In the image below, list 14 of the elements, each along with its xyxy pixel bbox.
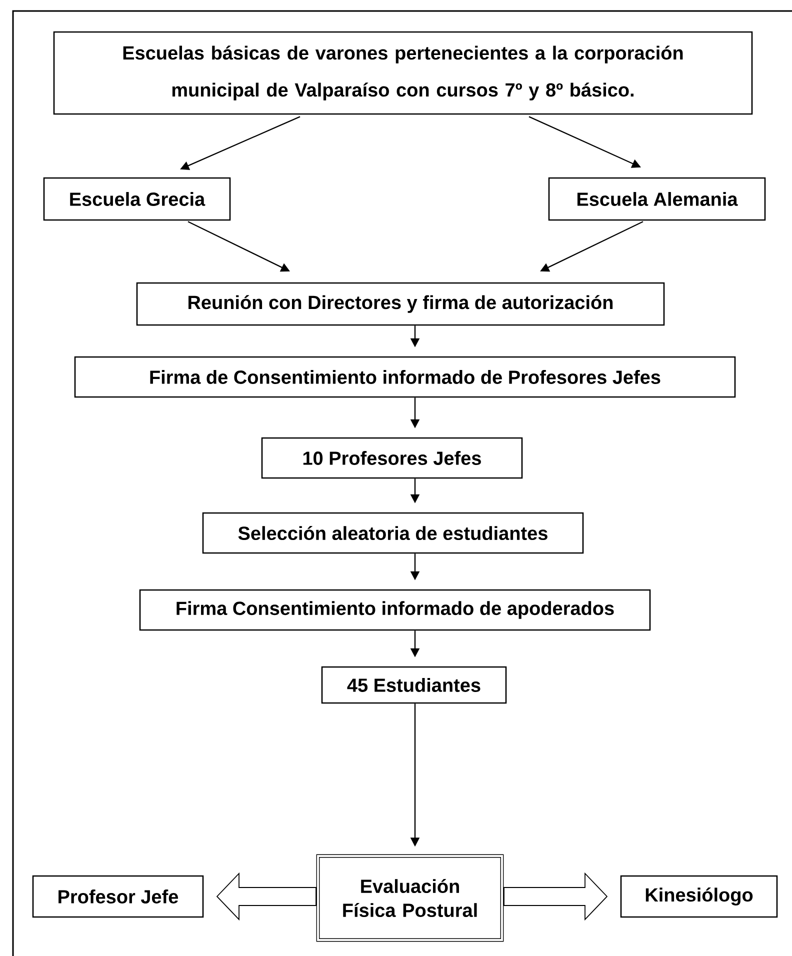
process-box: Escuela Grecia bbox=[43, 177, 231, 221]
process-box: Escuela Alemania bbox=[548, 177, 766, 221]
process-box: 45 Estudiantes bbox=[321, 666, 507, 704]
block-arrow bbox=[216, 872, 316, 921]
process-box: 10 Profesores Jefes bbox=[261, 437, 523, 479]
block-arrow bbox=[504, 872, 608, 921]
process-box: Firma de Consentimiento informado de Profesores Jefes bbox=[74, 356, 736, 398]
process-box: Firma Consentimiento informado de apoderados bbox=[139, 589, 651, 631]
process-box: Kinesiólogo bbox=[620, 875, 778, 918]
process-box: Profesor Jefe bbox=[32, 875, 204, 918]
double-bordered-box: Evaluación Física Postural bbox=[316, 854, 504, 942]
process-box: Reunión con Directores y firma de autorización bbox=[136, 282, 665, 326]
process-box: Selección aleatoria de estudiantes bbox=[202, 512, 584, 554]
process-box: Escuelas básicas de varones pertenecientes a la corporación municipal de Valparaíso con cursos 7º y 8º básico. bbox=[53, 31, 753, 115]
